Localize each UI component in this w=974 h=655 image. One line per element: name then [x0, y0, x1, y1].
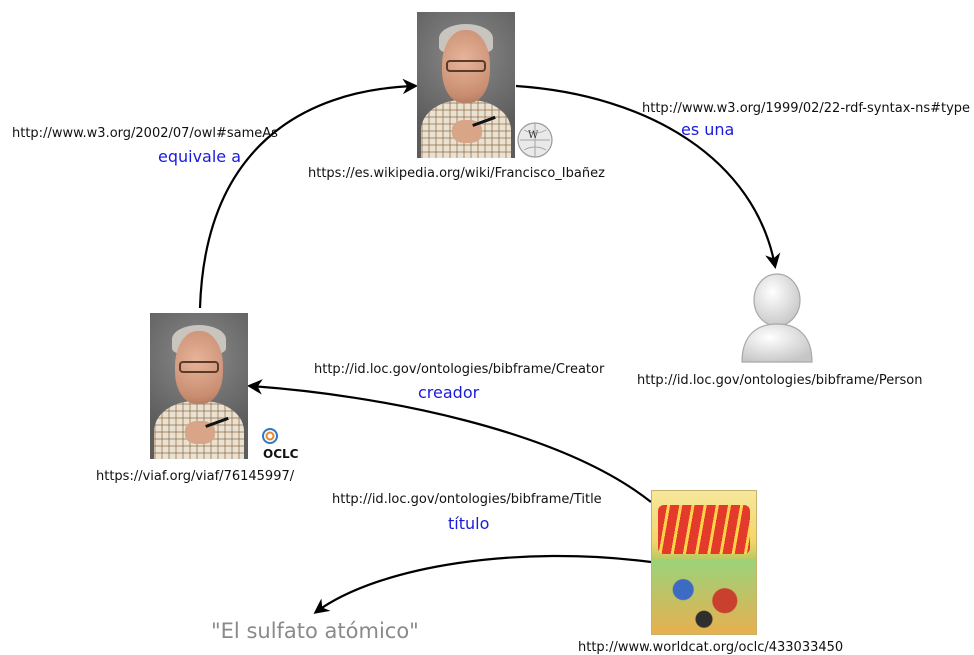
svg-text:W: W [528, 130, 539, 141]
person-class-uri[interactable]: http://id.loc.gov/ontologies/bibframe/Pe… [637, 373, 923, 388]
creator-label: creador [418, 383, 480, 402]
worldcat-uri[interactable]: http://www.worldcat.org/oclc/433033450 [578, 640, 844, 655]
type-label: es una [681, 120, 735, 139]
type-uri[interactable]: http://www.w3.org/1999/02/22-rdf-syntax-… [642, 101, 971, 116]
photo-francisco-ibanez-wikipedia[interactable] [417, 12, 515, 158]
arrow-title [313, 554, 652, 614]
viaf-uri[interactable]: https://viaf.org/viaf/76145997/ [96, 469, 295, 484]
wikipedia-uri[interactable]: https://es.wikipedia.org/wiki/Francisco_… [308, 166, 605, 181]
title-label: título [448, 514, 490, 533]
title-literal: "El sulfato atómico" [211, 619, 419, 643]
title-uri[interactable]: http://id.loc.gov/ontologies/bibframe/Ti… [332, 492, 602, 507]
oclc-logo-text: OCLC [263, 447, 299, 461]
creator-uri[interactable]: http://id.loc.gov/ontologies/bibframe/Cr… [314, 362, 605, 377]
comic-cover-image[interactable] [651, 490, 757, 635]
oclc-logo-icon [262, 428, 278, 444]
photo-francisco-ibanez-viaf[interactable] [150, 313, 248, 459]
arrow-creator [246, 379, 652, 503]
same-as-uri[interactable]: http://www.w3.org/2002/07/owl#sameAs [12, 126, 278, 141]
same-as-label: equivale a [158, 147, 242, 166]
user-icon [741, 273, 813, 363]
arrow-type [515, 84, 781, 270]
wikipedia-globe-icon: W [517, 122, 553, 158]
arrow-same-as [198, 78, 419, 309]
